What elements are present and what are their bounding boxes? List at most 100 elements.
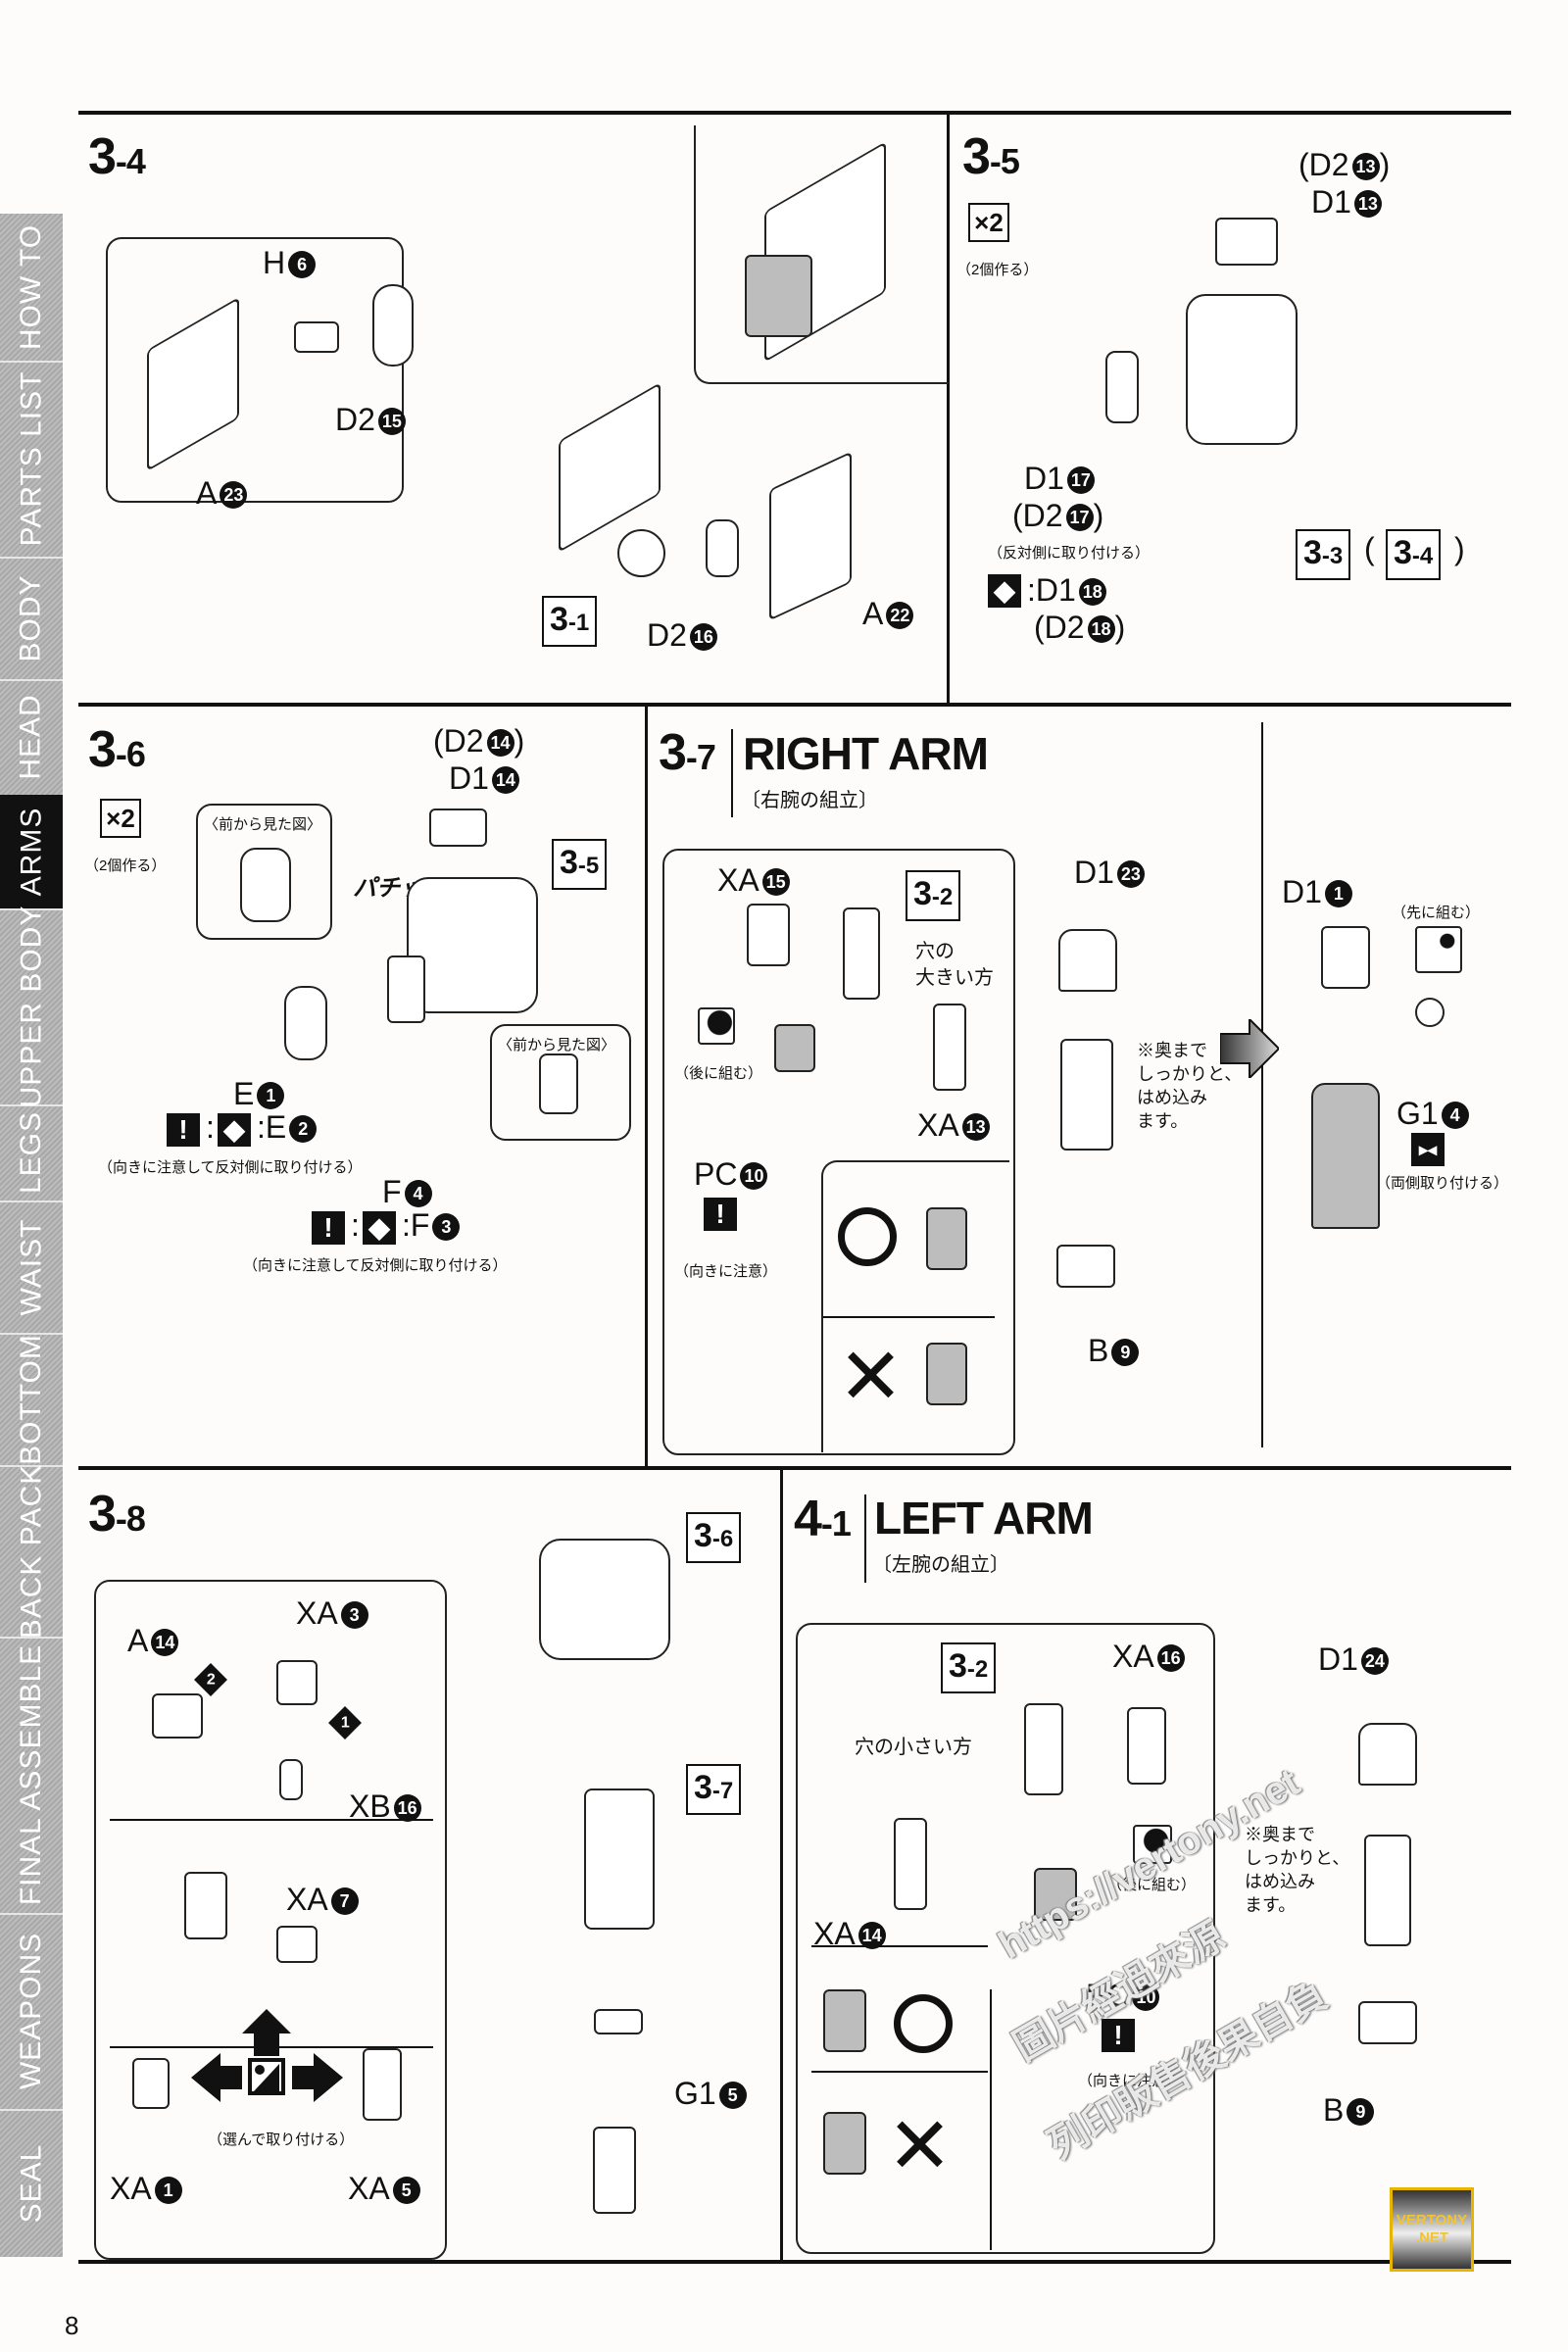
part-drawing xyxy=(1321,926,1370,989)
push-fully-note: ※奥まで しっかりと、 はめ込み ます。 xyxy=(1137,1041,1243,1131)
tab-how-to[interactable]: HOW TO xyxy=(0,214,63,363)
divider xyxy=(811,1945,988,1947)
divider xyxy=(990,1989,992,2250)
tab-body[interactable]: BODY xyxy=(0,557,63,681)
part-drawing xyxy=(240,848,291,922)
tab-upper-body[interactable]: UPPER BODY xyxy=(0,906,63,1107)
vertony-logo: VERTONY .NET xyxy=(1390,2187,1474,2272)
part-drawing xyxy=(1105,351,1139,423)
part-drawing xyxy=(894,1818,927,1910)
section-title: RIGHT ARM xyxy=(743,728,989,779)
part-drawing xyxy=(279,1759,303,1800)
step-number: 3-4 xyxy=(88,128,146,185)
tab-weapons[interactable]: WEAPONS xyxy=(0,1913,63,2111)
part-drawing xyxy=(539,1539,670,1660)
front-view-label: 〈前から見た図〉 xyxy=(204,816,322,833)
step-reference: 3-3 xyxy=(1296,529,1351,580)
part-drawing xyxy=(1024,1703,1063,1795)
part-drawing xyxy=(774,1024,815,1072)
part-drawing xyxy=(769,451,852,621)
part-drawing xyxy=(294,321,339,353)
front-view-inset xyxy=(490,1024,631,1141)
caution-note: （向きに注意して反対側に取り付ける） xyxy=(98,1159,363,1176)
part-drawing xyxy=(559,381,661,554)
part-drawing xyxy=(1127,1707,1166,1785)
tab-legs[interactable]: LEGS xyxy=(0,1104,63,1202)
tab-parts-list[interactable]: PARTS LIST xyxy=(0,361,63,559)
tab-final-assemble[interactable]: FINAL ASSEMBLE xyxy=(0,1637,63,1915)
divider xyxy=(947,111,950,705)
caution-icon: ! xyxy=(704,1198,737,1231)
title-separator xyxy=(731,729,733,817)
part-drawing xyxy=(747,904,790,966)
both-sides-icon: ▸◂ xyxy=(1411,1133,1445,1166)
step-reference: 3-5 xyxy=(552,839,608,890)
choose-note: （選んで取り付ける） xyxy=(208,2132,355,2148)
orientation-note: （向きに注意） xyxy=(674,1263,778,1280)
tab-seal[interactable]: SEAL xyxy=(15,2143,47,2223)
part-drawing xyxy=(372,284,414,367)
tab-back-pack[interactable]: BACK PACK xyxy=(0,1463,63,1639)
ok-mark-icon xyxy=(894,1994,953,2053)
tab-head[interactable]: HEAD xyxy=(0,679,63,797)
part-drawing xyxy=(276,1660,318,1705)
part-drawing xyxy=(843,907,880,1000)
part-drawing xyxy=(594,2009,643,2034)
front-view-inset xyxy=(196,804,332,940)
part-drawing xyxy=(152,1693,203,1739)
part-drawing xyxy=(823,2112,866,2175)
tab-bottom[interactable]: BOTTOM xyxy=(0,1333,63,1467)
part-drawing xyxy=(1358,2001,1417,2044)
front-view-label: 〈前から見た図〉 xyxy=(498,1037,616,1054)
both-sides-note: （両側取り付ける） xyxy=(1376,1175,1509,1192)
part-drawing xyxy=(745,255,812,337)
paren: ( xyxy=(1364,531,1375,566)
part-drawing xyxy=(284,986,327,1060)
assemble-later-icon xyxy=(698,1007,735,1045)
ok-ng-inset xyxy=(821,1160,1009,1452)
part-drawing xyxy=(593,2127,636,2214)
part-drawing xyxy=(706,519,739,577)
part-drawing xyxy=(387,956,425,1023)
mirror-part-icon: ◆ xyxy=(218,1113,251,1147)
ok-mark-icon xyxy=(838,1207,897,1266)
caution-icon: ! xyxy=(167,1113,200,1147)
part-drawing xyxy=(276,1926,318,1963)
section-subtitle: 〔右腕の組立〕 xyxy=(741,790,878,811)
tab-arms[interactable]: ARMS xyxy=(0,795,63,910)
push-fully-note: ※奥まで しっかりと、 はめ込み ます。 xyxy=(1245,1825,1350,1915)
divider xyxy=(811,2071,988,2073)
detail-inset xyxy=(94,1580,447,2260)
step-reference: 3-2 xyxy=(906,870,961,921)
detail-inset xyxy=(796,1623,1215,2254)
colon: : xyxy=(206,1109,215,1145)
quantity-note: （2個作る） xyxy=(956,262,1039,278)
page-number: 8 xyxy=(65,2311,79,2340)
step-reference: 3-7 xyxy=(686,1764,742,1815)
tab-waist[interactable]: WAIST xyxy=(0,1200,63,1335)
quantity-note: （2個作る） xyxy=(84,858,167,874)
mirror-part-icon: ◆ xyxy=(988,574,1021,608)
part-drawing xyxy=(1060,1039,1113,1151)
step-reference: 3-6 xyxy=(686,1512,742,1563)
step-reference: 3-2 xyxy=(941,1642,997,1693)
mirror-part-icon: ◆ xyxy=(363,1211,396,1245)
